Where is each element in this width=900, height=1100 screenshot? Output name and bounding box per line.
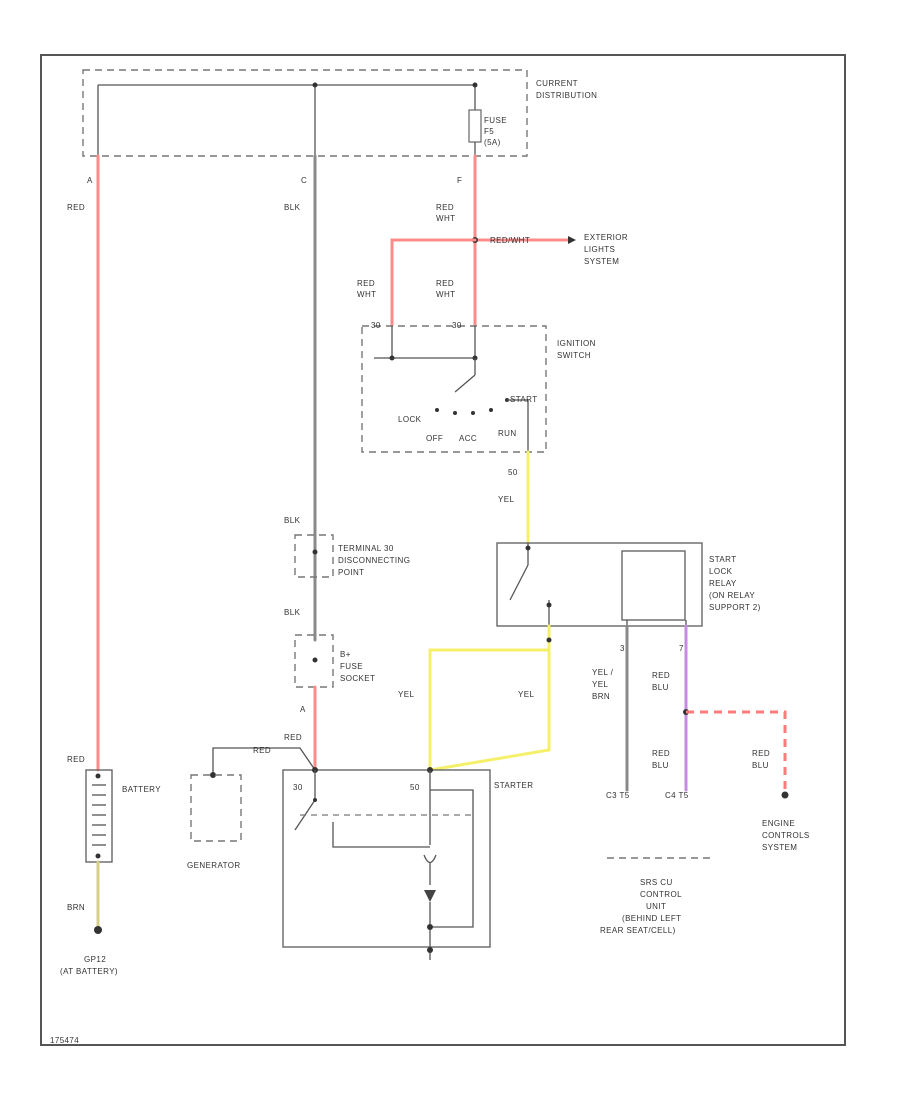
red-blu-label-1: RED [652,671,670,680]
diagram-id-label: 175474 [50,1036,79,1045]
fuse-label-3: (5A) [484,138,501,147]
relay-terminal-7: 7 [679,644,684,653]
exterior-lights-label-1: EXTERIOR [584,233,628,242]
relay-label-5: SUPPORT 2) [709,603,761,612]
switch-pos-off: OFF [426,434,443,443]
blk-wire-label-1: BLK [284,203,301,212]
red-wht-label-a2: WHT [436,214,455,223]
ignition-switch-label-2: SWITCH [557,351,591,360]
yel-label-2: YEL [398,690,414,699]
terminal-30-label-1: TERMINAL 30 [338,544,394,553]
blk-wire-label-3: BLK [284,608,301,617]
red-label-starter: RED [284,733,302,742]
red-blu-label-2: BLU [652,683,669,692]
terminal-a-socket: A [300,705,306,714]
starter-label: STARTER [494,781,533,790]
starter-box [282,767,491,960]
ground-label-1: GP12 [84,955,106,964]
connector-label-right: C4 T5 [665,791,689,800]
yel-brn-label-3: BRN [592,692,610,701]
red-wht-label-c1: RED [357,279,375,288]
diagram-frame [40,54,846,1046]
red-blu-wire-engine [686,710,787,793]
starter-motor-symbol [424,890,436,902]
srs-label-1: SRS CU [640,878,673,887]
engine-controls-label-3: SYSTEM [762,843,797,852]
current-distribution-label-1: CURRENT [536,79,578,88]
current-distribution-label-2: DISTRIBUTION [536,91,597,100]
current-distribution-box [82,69,528,157]
terminal-30-label-2: DISCONNECTING [338,556,410,565]
srs-label-3: UNIT [646,902,666,911]
red-wire-label-bottom: RED [67,755,85,764]
relay-label-3: RELAY [709,579,737,588]
brn-wire-label: BRN [67,903,85,912]
red-wht-label-a1: RED [436,203,454,212]
switch-pos-run: RUN [498,429,517,438]
terminal-30-label-3: POINT [338,568,364,577]
relay-label-2: LOCK [709,567,733,576]
red-blu-label-3: RED [652,749,670,758]
battery-symbol [85,769,113,863]
exterior-lights-label-2: LIGHTS [584,245,615,254]
ignition-switch-label-1: IGNITION [557,339,596,348]
red-wht-label-b2: WHT [436,290,455,299]
red-blu-label-5: RED [752,749,770,758]
relay-label-1: START [709,555,736,564]
generator-box [190,774,242,842]
generator-feed-wire [212,747,316,775]
red-wht-label-c2: WHT [357,290,376,299]
yel-brn-label-2: YEL [592,680,608,689]
exterior-lights-arrow [568,236,576,244]
generator-label: GENERATOR [187,861,241,870]
red-blu-label-6: BLU [752,761,769,770]
yel-label-1: YEL [498,495,514,504]
switch-pos-lock: LOCK [398,415,422,424]
engine-controls-label-1: ENGINE [762,819,795,828]
terminal-f-label: F [457,176,462,185]
red-wht-wire-ignition [390,238,477,327]
terminal-c-label: C [301,176,307,185]
yel-wire-relay-starter-2 [428,648,551,772]
terminal-50-label-ign: 50 [508,468,518,477]
terminal-30-label-ign: 30 [371,321,381,330]
start-lock-relay-box [496,542,703,627]
switch-pos-start: START [510,395,537,404]
yel-brn-label-1: YEL / [592,668,614,677]
connector-label-left: C3 T5 [606,791,630,800]
engine-controls-label-2: CONTROLS [762,831,810,840]
starter-terminal-30: 30 [293,783,303,792]
blk-wire-label-2: BLK [284,516,301,525]
srs-label-5: REAR SEAT/CELL) [600,926,676,935]
red-wire-label-top: RED [67,203,85,212]
red-wht-inline-label: RED/WHT [490,236,530,245]
red-blu-label-4: BLU [652,761,669,770]
exterior-lights-label-3: SYSTEM [584,257,619,266]
battery-label: BATTERY [122,785,161,794]
ignition-switch-box [361,325,547,453]
fuse-socket-label-2: FUSE [340,662,363,671]
yel-label-3: YEL [518,690,534,699]
terminal-a-label: A [87,176,93,185]
srs-label-4: (BEHIND LEFT [622,914,681,923]
relay-terminal-3: 3 [620,644,625,653]
fuse-label-2: F5 [484,127,494,136]
terminal-30-label-ign-2: 30 [452,321,462,330]
relay-label-4: (ON RELAY [709,591,755,600]
fuse-socket-label-1: B+ [340,650,351,659]
ground-label-2: (AT BATTERY) [60,967,118,976]
srs-label-2: CONTROL [640,890,682,899]
red-wht-label-b1: RED [436,279,454,288]
fuse-f5-symbol [468,109,482,143]
fuse-socket-label-3: SOCKET [340,674,375,683]
switch-pos-acc: ACC [459,434,477,443]
starter-terminal-50: 50 [410,783,420,792]
fuse-label-1: FUSE [484,116,507,125]
generator-feed-label: RED [253,746,271,755]
terminal-30-disconnect-box [294,534,334,578]
